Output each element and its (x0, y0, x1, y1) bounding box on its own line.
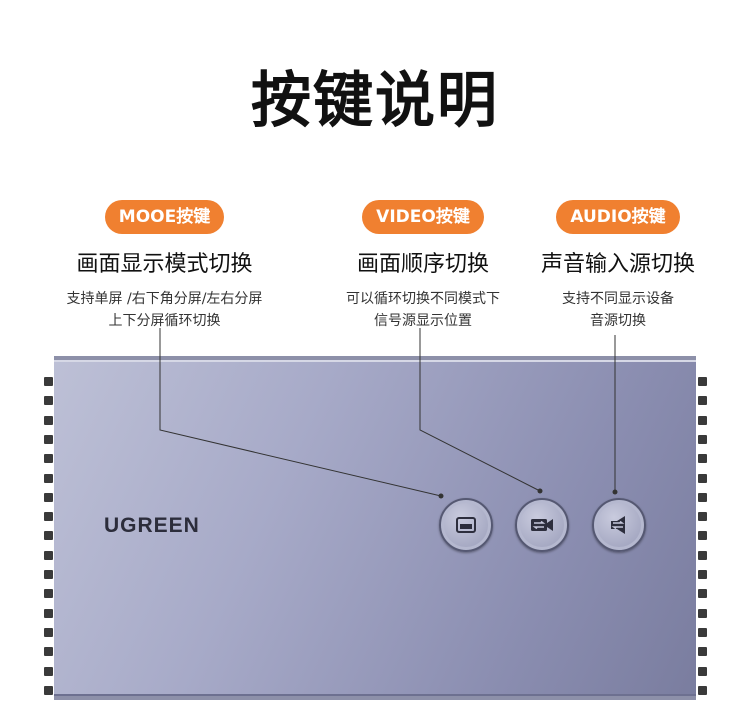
pin (44, 627, 53, 637)
page-title: 按键说明 (251, 66, 499, 136)
pin (698, 685, 707, 695)
pin (44, 415, 53, 425)
video-button-callout: VIDEO按键 画面顺序切换 可以循环切换不同模式下 信号源显示位置 (318, 200, 528, 332)
pin (44, 570, 53, 579)
pin (698, 454, 707, 464)
mode-pointer-line (159, 328, 442, 497)
audio-button-desc-line-2: 音源切换 (590, 313, 646, 329)
pin (44, 589, 53, 599)
pin (698, 608, 707, 618)
pin (698, 434, 707, 444)
left-pin-row (44, 377, 54, 695)
pin (698, 492, 707, 502)
pin (44, 512, 53, 522)
audio-button-badge: AUDIO按键 (556, 200, 680, 234)
video-button-heading: 画面顺序切换 (356, 252, 489, 277)
audio-swap-icon (611, 516, 625, 534)
pin (44, 531, 53, 541)
audio-pointer-dot (612, 489, 618, 495)
screen-mode-icon (456, 517, 476, 533)
video-button-badge: VIDEO按键 (362, 200, 484, 234)
video-pointer-line (419, 328, 541, 492)
video-pointer-dot (537, 488, 543, 494)
right-pin-row (698, 377, 708, 695)
pin (698, 570, 707, 579)
audio-button-heading: 声音输入源切换 (540, 252, 695, 277)
video-button-desc-line-1: 可以循环切换不同模式下 (346, 291, 500, 307)
mode-button-badge: MOOE按键 (104, 200, 225, 234)
pin (698, 531, 707, 541)
mode-button-desc-line-1: 支持单屏 /右下角分屏/左右分屏 (66, 291, 263, 307)
pin (698, 647, 707, 657)
pin (698, 473, 707, 483)
pin (698, 396, 707, 406)
pin (44, 473, 53, 483)
pin (698, 415, 707, 425)
pin (698, 377, 707, 386)
audio-button-desc-line-1: 支持不同显示设备 (562, 291, 674, 307)
mode-button[interactable] (439, 498, 493, 552)
brand-logo: UGREEN (104, 514, 200, 537)
pin (44, 377, 53, 386)
pin (698, 666, 707, 676)
mode-button-callout: MOOE按键 画面显示模式切换 支持单屏 /右下角分屏/左右分屏 上下分屏循环切… (42, 200, 287, 332)
audio-button-description: 支持不同显示设备 音源切换 (523, 288, 713, 332)
pin (44, 434, 53, 444)
pin (44, 666, 53, 676)
mode-button-desc-line-2: 上下分屏循环切换 (108, 313, 221, 329)
video-button-desc-line-2: 信号源显示位置 (374, 313, 472, 329)
pin (698, 550, 707, 560)
pin (44, 685, 53, 695)
pin (44, 492, 53, 502)
pin (698, 512, 707, 522)
pin (44, 550, 53, 560)
audio-button[interactable] (592, 498, 646, 552)
pin (698, 627, 707, 637)
pin (698, 589, 707, 599)
video-button[interactable] (515, 498, 569, 552)
mode-button-description: 支持单屏 /右下角分屏/左右分屏 上下分屏循环切换 (42, 288, 287, 332)
mode-pointer-dot (438, 493, 444, 499)
pin (44, 396, 53, 406)
pin (44, 454, 53, 464)
device-body (54, 356, 696, 700)
audio-button-callout: AUDIO按键 声音输入源切换 支持不同显示设备 音源切换 (523, 200, 713, 332)
mode-button-heading: 画面显示模式切换 (76, 252, 253, 277)
pin (44, 608, 53, 618)
video-button-description: 可以循环切换不同模式下 信号源显示位置 (318, 288, 528, 332)
pin (44, 647, 53, 657)
video-swap-icon (531, 519, 553, 531)
